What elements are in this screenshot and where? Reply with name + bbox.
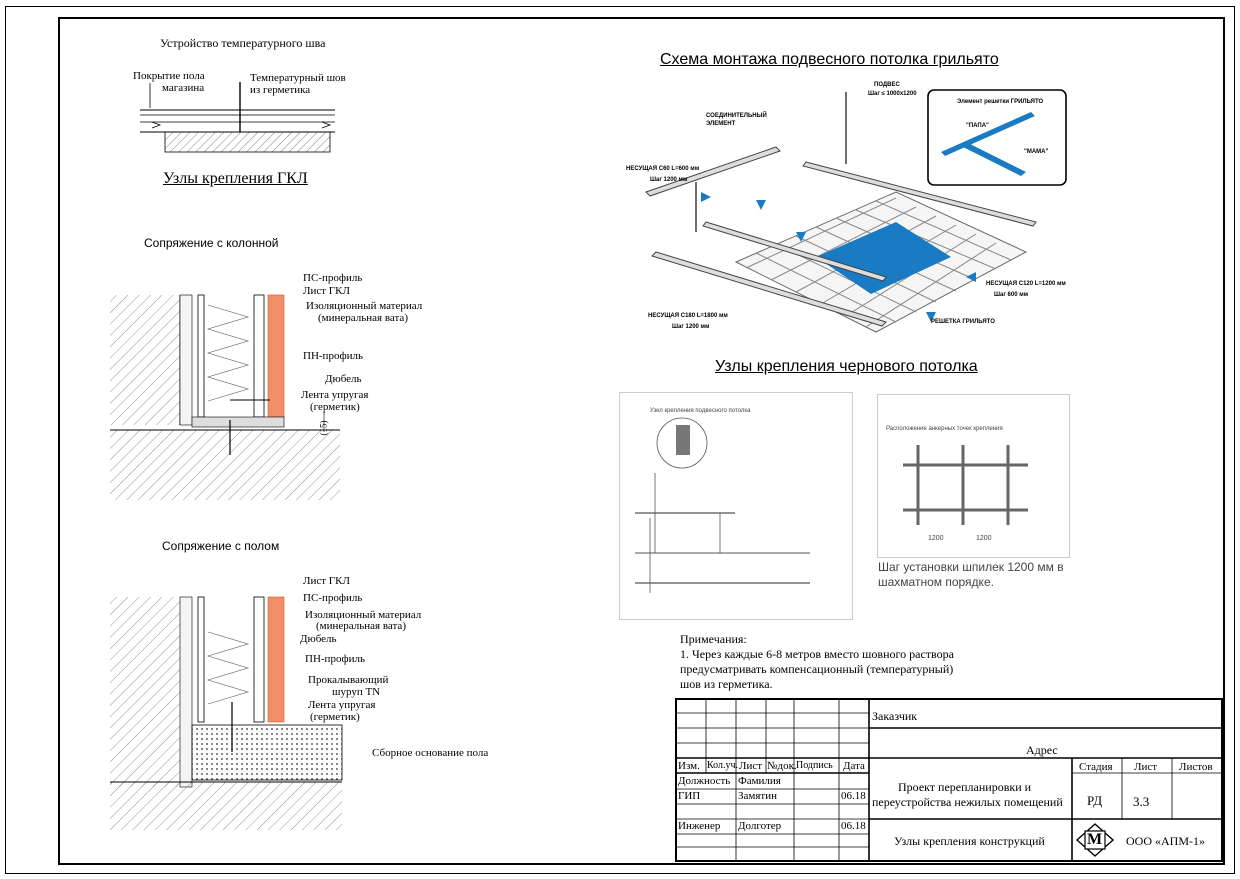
grilyato-element-title: Элемент решетки ГРИЛЬЯТО — [957, 99, 1044, 105]
column-dowel-label: Дюбель — [325, 373, 362, 385]
title-block-grid — [675, 698, 1223, 862]
rough-ceiling-detail-image: Узел крепления подвесного потолка — [619, 392, 853, 620]
grilyato-c120-step-label: Шаг 600 мм — [994, 292, 1029, 298]
stamp-customer: Заказчик — [872, 709, 918, 723]
grilyato-c180-label: НЕСУЩАЯ С180 L=1800 мм — [648, 313, 728, 319]
gkl-section-title: Узлы крепления ГКЛ — [163, 170, 308, 187]
stamp-col-izm: Изм. — [678, 760, 700, 772]
rough-ceiling-layout-drawing — [903, 445, 1028, 525]
stamp-stage-value: РД — [1087, 793, 1103, 808]
grilyato-scheme-drawing — [645, 89, 1067, 333]
notes-line-2: предусматривать компенсационный (темпера… — [680, 662, 954, 676]
temp-seam-seam-label: Температурный шов — [250, 72, 346, 84]
stamp-col-podpis: Подпись — [796, 760, 833, 771]
floor-base-label: Сборное основание пола — [372, 747, 489, 759]
floor-tape-label: Лента упругая — [308, 699, 376, 711]
column-ps-profile-label: ПС-профиль — [303, 272, 363, 284]
grilyato-grid-label: РЕШЕТКА ГРИЛЬЯТО — [931, 319, 995, 325]
floor-pn-profile-label: ПН-профиль — [305, 653, 365, 665]
stamp-project-line-2: переустройства нежилых помещений — [872, 795, 1063, 809]
rough-ceiling-layout-title: Расположение анкерных точек крепления — [886, 426, 1003, 432]
stamp-col-ndok: №док. — [767, 760, 797, 772]
grilyato-connector-label-2: ЭЛЕМЕНТ — [706, 121, 736, 127]
company-logo-icon — [1075, 823, 1115, 857]
notes-block: Примечания: 1. Через каждые 6-8 метров в… — [680, 632, 954, 692]
floor-insulation-label-2: (минеральная вата) — [316, 620, 406, 632]
stamp-col-list: Лист — [739, 760, 763, 772]
company-logo-letter: М — [1087, 831, 1103, 848]
stamp-sheet-value: 3.3 — [1133, 794, 1150, 809]
column-gkl-label: Лист ГКЛ — [303, 285, 350, 297]
stamp-engineer: Инженер — [678, 820, 721, 832]
column-caption: Сопряжение с колонной — [144, 236, 279, 250]
stamp-project-line-1: Проект перепланировки и — [898, 780, 1032, 794]
floor-tape-label-2: (герметик) — [310, 711, 360, 723]
column-junction-drawing — [110, 294, 340, 500]
rough-ceiling-caption-line-2: шахматном порядке. — [878, 575, 994, 589]
floor-dowel-label: Дюбель — [300, 633, 337, 645]
floor-screw-label-2: шуруп TN — [332, 686, 381, 698]
stamp-sheet-header: Лист — [1134, 761, 1158, 773]
grilyato-title: Схема монтажа подвесного потолка грильят… — [660, 51, 999, 68]
grilyato-c180-step-label: Шаг 1200 мм — [672, 324, 710, 330]
stamp-surname-header: Фамилия — [738, 775, 781, 787]
rough-ceiling-detail-title: Узел крепления подвесного потолка — [650, 408, 751, 414]
stamp-sheets-header: Листов — [1179, 761, 1213, 773]
notes-heading: Примечания: — [680, 632, 747, 646]
grilyato-mama-label: "МАМА" — [1024, 149, 1049, 155]
title-block: Заказчик Адрес Изм. Кол.уч. Лист №док. П… — [675, 698, 1223, 862]
rough-ceiling-caption: Шаг установки шпилек 1200 мм в шахматном… — [878, 560, 1064, 590]
grilyato-c60-step-label: Шаг 1200 мм — [650, 177, 688, 183]
floor-insulation-label: Изоляционный материал — [305, 609, 422, 621]
column-tape-label: Лента упругая — [301, 389, 369, 401]
rough-ceiling-dim-a: 1200 — [928, 535, 944, 542]
grilyato-hanger-step-label: Шаг ≤ 1000х1200 — [868, 91, 917, 97]
stamp-gip-date: 06.18 — [841, 790, 866, 802]
floor-gkl-label: Лист ГКЛ — [303, 575, 350, 587]
stamp-col-data: Дата — [843, 760, 865, 772]
notes-line-3: шов из герметика. — [680, 677, 773, 691]
stamp-sheet-title: Узлы крепления конструкций — [894, 834, 1045, 848]
floor-caption: Сопряжение с полом — [162, 539, 280, 553]
stamp-eng-date: 06.18 — [841, 820, 866, 832]
rough-ceiling-caption-line-1: Шаг установки шпилек 1200 мм в — [878, 560, 1064, 574]
stamp-stage-header: Стадия — [1079, 761, 1113, 773]
rough-ceiling-detail-drawing — [635, 417, 810, 593]
temp-seam-floor-label-2: магазина — [162, 82, 205, 94]
stamp-eng-name: Долготер — [738, 820, 782, 832]
grilyato-connector-label: СОЕДИНИТЕЛЬНЫЙ — [706, 113, 767, 119]
floor-screw-label: Прокалывающий — [308, 674, 389, 686]
column-insulation-label: Изоляционный материал — [306, 300, 423, 312]
temp-seam-title: Устройство температурного шва — [160, 36, 326, 50]
grilyato-papa-label: "ПАПА" — [966, 123, 989, 129]
grilyato-c120-label: НЕСУЩАЯ С120 L=1200 мм — [986, 281, 1066, 287]
sheet-outer-frame — [5, 6, 1235, 874]
stamp-company: ООО «АПМ-1» — [1126, 834, 1205, 848]
grilyato-c60-label: НЕСУЩАЯ С60 L=600 мм — [626, 166, 700, 172]
rough-ceiling-dim-b: 1200 — [976, 535, 992, 542]
stamp-address: Адрес — [1026, 743, 1058, 757]
rough-ceiling-title: Узлы крепления чернового потолка — [715, 358, 978, 375]
sheet-inner-frame — [58, 17, 1225, 865]
company-logo: М — [1075, 823, 1115, 857]
stamp-col-koluch: Кол.уч. — [707, 760, 739, 771]
temp-seam-floor-label: Покрытие пола — [133, 70, 205, 82]
notes-line-1: 1. Через каждые 6-8 метров вместо шовног… — [680, 647, 954, 661]
temp-seam-seam-label-2: из герметика — [250, 84, 311, 96]
stamp-position-header: Должность — [678, 775, 731, 787]
column-pn-profile-label: ПН-профиль — [303, 350, 363, 362]
grilyato-hanger-label: ПОДВЕС — [874, 82, 900, 88]
column-insulation-label-2: (минеральная вата) — [318, 312, 408, 324]
temp-seam-drawing — [140, 82, 335, 153]
floor-ps-profile-label: ПС-профиль — [303, 592, 363, 604]
column-dim-label: (15) — [318, 420, 329, 436]
rough-ceiling-layout-image: Расположение анкерных точек крепления 12… — [877, 394, 1070, 558]
stamp-gip-name: Замятин — [738, 790, 777, 802]
column-tape-label-2: (герметик) — [310, 401, 360, 413]
stamp-gip: ГИП — [678, 790, 701, 802]
floor-junction-drawing — [110, 596, 343, 830]
